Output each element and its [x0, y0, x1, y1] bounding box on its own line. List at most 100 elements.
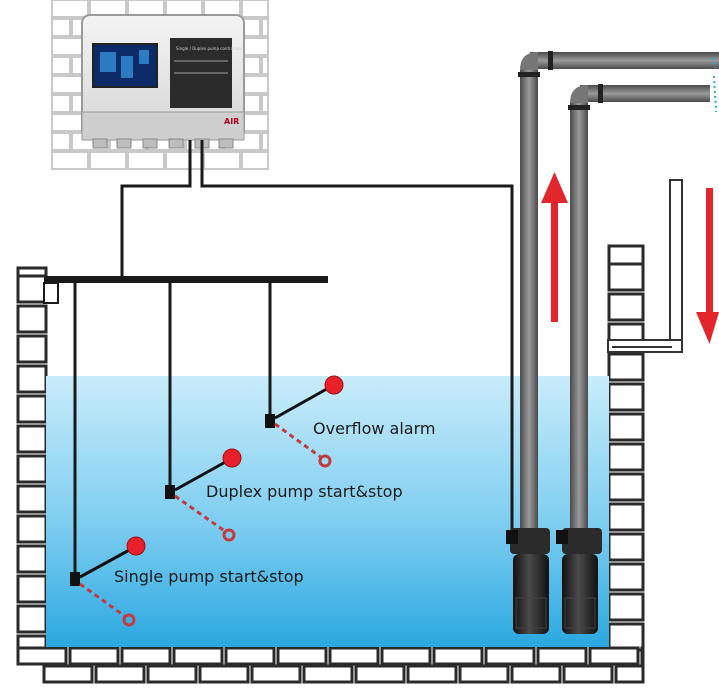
brick	[16, 424, 48, 454]
brick	[607, 382, 645, 412]
cable-gland	[168, 138, 184, 149]
label-overflow-alarm: Overflow alarm	[313, 419, 435, 438]
wall-brick	[241, 75, 269, 94]
brick	[640, 646, 645, 666]
brick	[484, 646, 536, 666]
wall-brick	[261, 132, 269, 151]
brick	[607, 622, 645, 652]
brick	[16, 334, 48, 364]
cable-gland	[218, 138, 234, 149]
wall-brick	[51, 0, 89, 18]
brick	[276, 646, 328, 666]
brick	[16, 394, 48, 424]
brick	[198, 664, 250, 684]
control-cables	[120, 140, 514, 532]
control-box: Single / Duplex pump control box AIR	[81, 14, 245, 149]
brick	[16, 646, 68, 666]
brick	[588, 646, 640, 666]
wall-brick	[241, 113, 269, 132]
water-outflow	[711, 57, 717, 113]
wall-brick	[261, 56, 269, 75]
wall-brick	[261, 94, 269, 113]
pump-2	[556, 528, 602, 634]
brick	[354, 664, 406, 684]
tank-floor	[16, 646, 645, 684]
brick	[146, 664, 198, 684]
wall-brick	[51, 132, 71, 151]
brick	[250, 664, 302, 684]
brick	[16, 604, 48, 634]
brick	[68, 646, 120, 666]
brick	[607, 562, 645, 592]
brick	[16, 454, 48, 484]
inlet-pipe	[607, 179, 683, 353]
brick	[614, 664, 645, 684]
discharge-pipe-2	[568, 84, 710, 540]
brick	[607, 442, 645, 472]
brick	[607, 292, 645, 322]
wall-brick	[51, 18, 71, 37]
brick	[510, 664, 562, 684]
pump-1	[506, 528, 550, 634]
wall-brick	[89, 151, 127, 170]
wall-brick	[261, 18, 269, 37]
brick	[94, 664, 146, 684]
wall-brick	[241, 0, 269, 18]
cable-gland	[116, 138, 132, 149]
float-switch-overflow	[265, 375, 344, 468]
brick	[607, 592, 645, 622]
brick	[406, 664, 458, 684]
brick	[16, 304, 48, 334]
wall-brick	[51, 56, 71, 75]
wall-brick	[203, 151, 241, 170]
brick	[536, 646, 588, 666]
float-rods	[73, 283, 272, 575]
brick	[458, 664, 510, 684]
float-switch-icon	[126, 536, 146, 556]
tank-left-wall	[16, 266, 48, 664]
brick	[16, 514, 48, 544]
brick	[16, 484, 48, 514]
cable-gland	[92, 138, 108, 149]
brick	[607, 262, 645, 292]
tank-right-wall	[607, 244, 645, 652]
brick	[16, 364, 48, 394]
arrow-up-icon	[541, 172, 568, 322]
brick	[607, 502, 645, 532]
wall-brick	[241, 151, 269, 170]
discharge-pipe-1	[518, 51, 719, 540]
control-box-caption: Single / Duplex pump control box	[176, 46, 243, 51]
float-mounting-bar	[43, 276, 328, 304]
arrow-down-icon	[696, 188, 719, 344]
brick	[562, 664, 614, 684]
wall-brick	[127, 151, 165, 170]
brick	[16, 274, 48, 304]
cable-gland	[142, 138, 158, 149]
brick	[16, 574, 48, 604]
brick	[42, 664, 94, 684]
brick	[380, 646, 432, 666]
control-box-brand: AIR	[224, 117, 239, 126]
brick	[607, 532, 645, 562]
brick	[120, 646, 172, 666]
brick	[328, 646, 380, 666]
brick	[607, 472, 645, 502]
brick	[432, 646, 484, 666]
brick	[607, 412, 645, 442]
wall-brick	[165, 151, 203, 170]
float-switch-icon	[324, 375, 344, 395]
wall-brick	[51, 94, 71, 113]
float-switch-duplex	[165, 448, 242, 542]
brick	[302, 664, 354, 684]
brick	[607, 244, 645, 266]
wall-brick	[51, 151, 89, 170]
float-switch-icon	[222, 448, 242, 468]
wall-brick	[241, 37, 269, 56]
float-switch-single	[70, 536, 146, 627]
label-single-pump: Single pump start&stop	[114, 567, 304, 586]
label-duplex-pump: Duplex pump start&stop	[206, 482, 403, 501]
brick	[607, 352, 645, 382]
brick	[16, 544, 48, 574]
brick	[224, 646, 276, 666]
